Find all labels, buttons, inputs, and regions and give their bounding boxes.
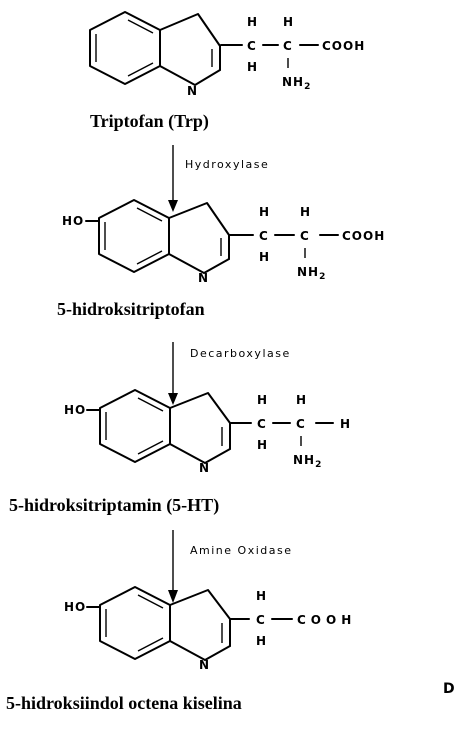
hydrogen: H bbox=[247, 15, 258, 29]
compound-tryptophan: N H H C C COOH H NH2 Triptofan (Trp) bbox=[89, 11, 365, 132]
compound-5-hydroxytryptophan: HO N H H C C COOH H NH2 5-hidroksitript bbox=[57, 199, 385, 319]
hydrogen: H bbox=[296, 393, 307, 407]
hydroxyl-group: HO bbox=[64, 403, 86, 417]
reaction-arrow-3: Amine Oxidase bbox=[168, 530, 292, 603]
compound-name: 5-hidroksitriptamin (5-HT) bbox=[9, 495, 219, 516]
compound-name: 5-hidroksitriptofan bbox=[57, 299, 205, 319]
compound-serotonin: HO N H H C C H H NH2 5-hidroksitriptami bbox=[9, 389, 351, 516]
compound-name: Triptofan (Trp) bbox=[90, 111, 209, 132]
hydrogen: H bbox=[283, 15, 294, 29]
hydrogen: H bbox=[257, 438, 268, 452]
indole-ring: N bbox=[98, 199, 230, 285]
compound-name: 5-hidroksiindol octena kiselina bbox=[6, 693, 242, 713]
indole-ring: N bbox=[89, 11, 221, 98]
side-chain: H H C C COOH H NH2 bbox=[220, 15, 365, 92]
amino-group: NH2 bbox=[282, 75, 311, 92]
reaction-arrow-2: Decarboxylase bbox=[168, 342, 291, 405]
amino-group: NH2 bbox=[293, 453, 322, 470]
carbon: C bbox=[296, 417, 306, 431]
hydroxyl-group: HO bbox=[64, 600, 86, 614]
hydroxyl-group: HO bbox=[62, 214, 84, 228]
hydrogen: H bbox=[257, 393, 268, 407]
carbon: C bbox=[283, 39, 293, 53]
terminal-hydrogen: H bbox=[340, 417, 351, 431]
carbon: C bbox=[259, 229, 269, 243]
ring-nitrogen: N bbox=[187, 84, 198, 98]
corner-label: D bbox=[443, 681, 455, 697]
side-chain: H C COOH H bbox=[230, 589, 356, 648]
hydrogen: H bbox=[259, 250, 270, 264]
carboxyl-group: COOH bbox=[342, 229, 385, 243]
hydrogen: H bbox=[256, 589, 267, 603]
hydrogen: H bbox=[259, 205, 270, 219]
ring-nitrogen: N bbox=[199, 461, 210, 475]
ring-nitrogen: N bbox=[198, 271, 209, 285]
carboxyl-group: COOH bbox=[297, 613, 356, 627]
carbon: C bbox=[257, 417, 267, 431]
side-chain: H H C C H H NH2 bbox=[230, 393, 351, 470]
amino-group: NH2 bbox=[297, 265, 326, 282]
enzyme-label: Hydroxylase bbox=[185, 158, 269, 171]
hydrogen: H bbox=[256, 634, 267, 648]
side-chain: H H C C COOH H NH2 bbox=[229, 205, 385, 282]
ring-nitrogen: N bbox=[199, 658, 210, 672]
hydrogen: H bbox=[247, 60, 258, 74]
enzyme-label: Decarboxylase bbox=[190, 347, 291, 360]
indole-ring: N bbox=[99, 586, 231, 672]
carbon: C bbox=[247, 39, 257, 53]
carbon: C bbox=[300, 229, 310, 243]
enzyme-label: Amine Oxidase bbox=[190, 544, 292, 557]
carboxyl-group: COOH bbox=[322, 39, 365, 53]
compound-5-hydroxyindoleacetic-acid: HO N H C COOH H 5-hidroksiindol octena k… bbox=[6, 586, 356, 713]
hydrogen: H bbox=[300, 205, 311, 219]
reaction-arrow-1: Hydroxylase bbox=[168, 145, 269, 212]
carbon: C bbox=[256, 613, 266, 627]
indole-ring: N bbox=[99, 389, 231, 475]
